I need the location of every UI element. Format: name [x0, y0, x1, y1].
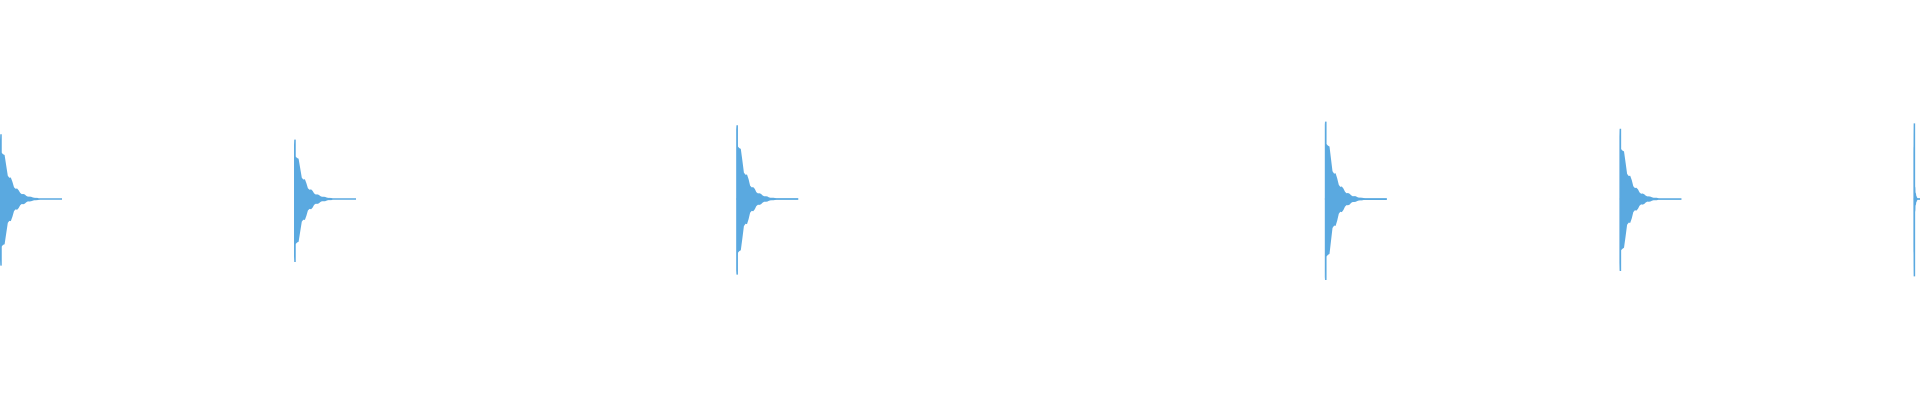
waveform-hit: [1913, 123, 1920, 277]
waveform-hit: [1619, 128, 1682, 271]
waveform-hit: [0, 134, 62, 266]
waveform-hit-envelope: [736, 125, 799, 275]
waveform-hits: [0, 121, 1920, 280]
waveform-hit-envelope: [294, 139, 356, 262]
waveform-hit: [736, 125, 799, 275]
waveform-hit-envelope: [1619, 128, 1682, 271]
waveform-hit: [294, 139, 356, 262]
waveform-hit-envelope: [0, 134, 62, 266]
waveform-hit-envelope: [1324, 121, 1387, 280]
waveform-hit-envelope: [1913, 123, 1920, 277]
waveform-hit: [1324, 121, 1387, 280]
